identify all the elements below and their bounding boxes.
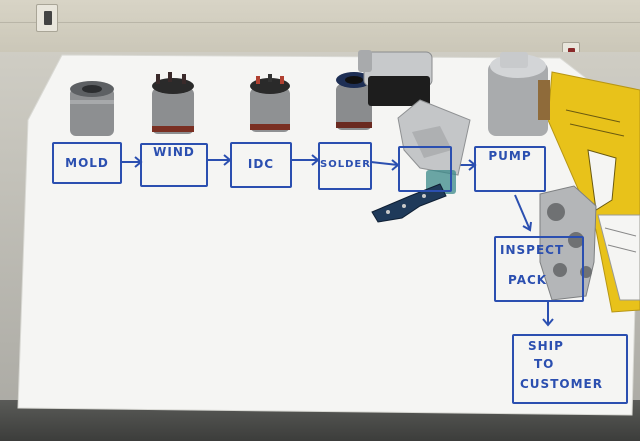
step-box-inspect-pack: INSPECT PACK	[494, 236, 584, 302]
step-label-pump: PUMP	[488, 149, 532, 163]
step-box-covered	[398, 146, 452, 192]
step-label-ship: SHIP	[528, 339, 564, 353]
step-box-pump: PUMP	[474, 146, 546, 192]
step-label-solder: SOLDER	[320, 159, 371, 170]
step-label-idc: IDC	[247, 157, 275, 171]
part-circuit-board	[371, 183, 447, 223]
step-box-idc: IDC	[230, 142, 292, 188]
paper-sheet	[17, 54, 640, 416]
part-mold-housing	[70, 81, 114, 136]
step-label-mold: MOLD	[65, 156, 109, 170]
wall-trim	[0, 22, 640, 23]
part-pump-housing	[488, 52, 550, 136]
part-motor-assembly	[358, 50, 433, 106]
background-wall	[0, 0, 640, 60]
step-label-pack: PACK	[508, 273, 548, 287]
part-idc-stator	[250, 74, 290, 132]
step-box-wind: WIND	[140, 143, 208, 187]
part-solder-stator	[336, 72, 372, 130]
step-box-solder: SOLDER	[318, 142, 372, 190]
step-label-wind: WIND	[153, 145, 195, 159]
step-label-to: TO	[534, 357, 555, 371]
step-box-mold: MOLD	[52, 142, 122, 184]
wall-outlet-left	[36, 4, 58, 32]
step-label-customer: CUSTOMER	[520, 377, 603, 391]
step-label-inspect: INSPECT	[500, 243, 565, 257]
step-box-ship: SHIP TO CUSTOMER	[512, 334, 628, 404]
part-wound-stator	[152, 72, 194, 134]
